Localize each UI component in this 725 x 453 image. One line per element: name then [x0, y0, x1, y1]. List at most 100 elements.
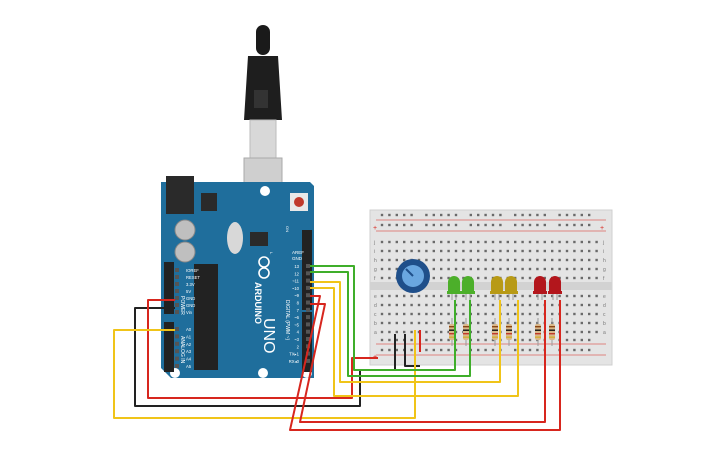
bb-hole[interactable] [454, 249, 458, 253]
bb-rail-hole[interactable] [484, 348, 487, 352]
bb-hole[interactable] [477, 276, 480, 280]
bb-rail-hole[interactable] [588, 338, 591, 342]
bb-rail-hole[interactable] [395, 213, 398, 217]
bb-hole[interactable] [484, 240, 487, 244]
bb-hole[interactable] [514, 267, 517, 271]
bb-hole[interactable] [514, 330, 517, 334]
bb-hole[interactable] [521, 276, 524, 280]
bb-rail-hole[interactable] [521, 213, 524, 217]
bb-hole[interactable] [410, 249, 413, 253]
bb-hole[interactable] [558, 240, 561, 244]
bb-rail-hole[interactable] [484, 213, 487, 217]
bb-rail-hole[interactable] [573, 348, 576, 352]
bb-hole[interactable] [499, 258, 502, 262]
bb-rail-hole[interactable] [521, 348, 524, 352]
bb-hole[interactable] [484, 330, 487, 334]
bb-hole[interactable] [595, 294, 598, 298]
bb-hole[interactable] [380, 294, 384, 298]
bb-hole[interactable] [558, 258, 561, 262]
bb-hole[interactable] [477, 294, 480, 298]
bb-hole[interactable] [565, 303, 569, 307]
bb-hole[interactable] [595, 303, 598, 307]
bb-rail-hole[interactable] [528, 223, 532, 227]
bb-rail-hole[interactable] [388, 223, 391, 227]
bb-hole[interactable] [447, 303, 450, 307]
bb-rail-hole[interactable] [491, 338, 495, 342]
bb-hole[interactable] [580, 321, 583, 325]
bb-hole[interactable] [521, 303, 524, 307]
bb-hole[interactable] [595, 240, 598, 244]
bb-rail-hole[interactable] [388, 213, 391, 217]
bb-hole[interactable] [395, 321, 398, 325]
bb-rail-hole[interactable] [588, 348, 591, 352]
bb-rail-hole[interactable] [447, 223, 450, 227]
bb-hole[interactable] [395, 249, 398, 253]
bb-rail-hole[interactable] [588, 223, 591, 227]
bb-hole[interactable] [536, 258, 539, 262]
bb-hole[interactable] [440, 276, 443, 280]
bb-hole[interactable] [521, 258, 524, 262]
bb-hole[interactable] [469, 258, 472, 262]
bb-hole[interactable] [499, 294, 502, 298]
bb-hole[interactable] [536, 312, 539, 316]
bb-hole[interactable] [447, 240, 450, 244]
bb-hole[interactable] [536, 249, 539, 253]
bb-hole[interactable] [580, 249, 583, 253]
bb-hole[interactable] [380, 330, 384, 334]
bb-hole[interactable] [573, 312, 576, 316]
bb-rail-hole[interactable] [380, 338, 384, 342]
bb-hole[interactable] [595, 249, 598, 253]
bb-hole[interactable] [580, 258, 583, 262]
bb-hole[interactable] [432, 303, 435, 307]
bb-hole[interactable] [440, 294, 443, 298]
bb-hole[interactable] [565, 294, 569, 298]
leds[interactable] [447, 276, 562, 300]
bb-hole[interactable] [536, 321, 539, 325]
bb-hole[interactable] [528, 294, 532, 298]
bb-hole[interactable] [425, 321, 428, 325]
bb-hole[interactable] [588, 249, 591, 253]
bb-hole[interactable] [514, 303, 517, 307]
bb-hole[interactable] [558, 267, 561, 271]
bb-hole[interactable] [491, 321, 495, 325]
bb-rail-hole[interactable] [484, 223, 487, 227]
bb-hole[interactable] [477, 330, 480, 334]
bb-hole[interactable] [462, 312, 465, 316]
bb-hole[interactable] [462, 240, 465, 244]
bb-hole[interactable] [440, 330, 443, 334]
bb-hole[interactable] [425, 312, 428, 316]
bb-rail-hole[interactable] [499, 223, 502, 227]
digital-pin-7[interactable] [306, 315, 310, 320]
power-pin-0[interactable] [175, 268, 179, 272]
led-3[interactable] [504, 276, 518, 300]
bb-hole[interactable] [551, 267, 554, 271]
bb-hole[interactable] [580, 240, 583, 244]
bb-hole[interactable] [499, 240, 502, 244]
bb-hole[interactable] [432, 258, 435, 262]
potentiometer[interactable] [396, 259, 430, 293]
bb-hole[interactable] [565, 240, 569, 244]
bb-hole[interactable] [395, 258, 398, 262]
bb-rail-hole[interactable] [410, 223, 413, 227]
bb-hole[interactable] [491, 294, 495, 298]
bb-hole[interactable] [462, 321, 465, 325]
bb-hole[interactable] [388, 267, 391, 271]
bb-hole[interactable] [440, 312, 443, 316]
bb-hole[interactable] [469, 294, 472, 298]
bb-hole[interactable] [543, 249, 546, 253]
bb-hole[interactable] [403, 294, 406, 298]
bb-hole[interactable] [388, 330, 391, 334]
bb-hole[interactable] [573, 321, 576, 325]
bb-hole[interactable] [558, 294, 561, 298]
bb-rail-hole[interactable] [514, 223, 517, 227]
bb-hole[interactable] [521, 330, 524, 334]
bb-hole[interactable] [388, 258, 391, 262]
bb-hole[interactable] [514, 321, 517, 325]
bb-hole[interactable] [595, 312, 598, 316]
digital-pin-3[interactable] [306, 285, 310, 290]
bb-hole[interactable] [462, 276, 465, 280]
bb-rail-hole[interactable] [536, 213, 539, 217]
bb-hole[interactable] [380, 240, 384, 244]
bb-hole[interactable] [477, 312, 480, 316]
